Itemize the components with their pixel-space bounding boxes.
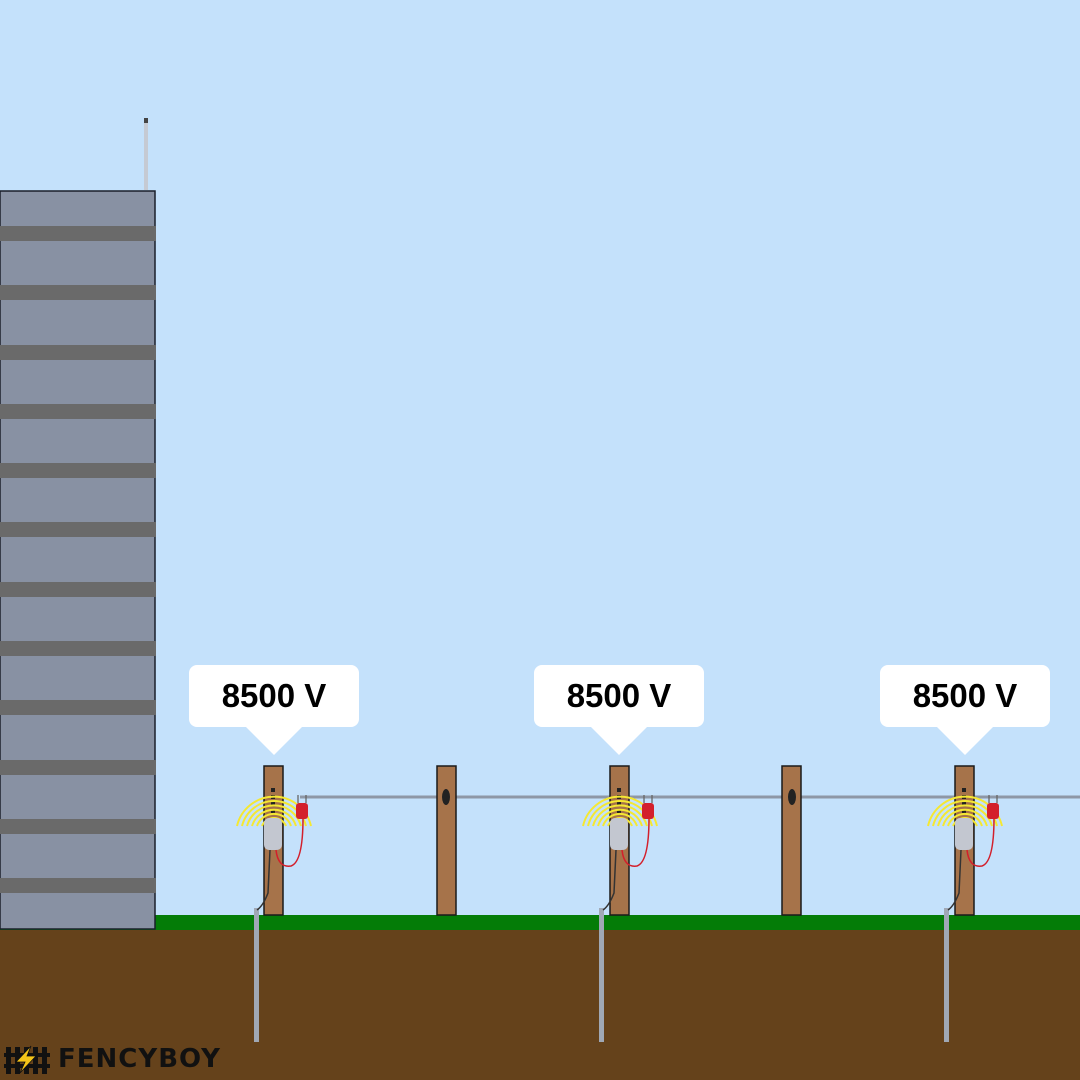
insulator-icon xyxy=(442,789,450,805)
voltage-label: 8500 V xyxy=(880,665,1050,755)
ground-rod xyxy=(599,908,604,1042)
fence-lightning-icon xyxy=(4,1045,50,1074)
ground-rod xyxy=(944,908,949,1042)
brand-name: FENCYBOY xyxy=(58,1044,222,1074)
voltage-label: 8500 V xyxy=(189,665,359,755)
fence-post xyxy=(781,765,802,916)
building xyxy=(0,118,156,930)
soil xyxy=(0,930,1080,1080)
brand-logo: FENCYBOY xyxy=(4,1044,221,1074)
energizer-unit xyxy=(236,788,312,911)
fence-post xyxy=(436,765,457,916)
voltage-value: 8500 V xyxy=(566,677,672,714)
voltage-label: 8500 V xyxy=(534,665,704,755)
voltage-value: 8500 V xyxy=(221,677,327,714)
voltage-value: 8500 V xyxy=(912,677,1018,714)
grass-strip xyxy=(0,915,1080,930)
insulator-icon xyxy=(788,789,796,805)
energizer-unit xyxy=(582,788,658,911)
ground-rod xyxy=(254,908,259,1042)
energizer-unit xyxy=(927,788,1003,911)
